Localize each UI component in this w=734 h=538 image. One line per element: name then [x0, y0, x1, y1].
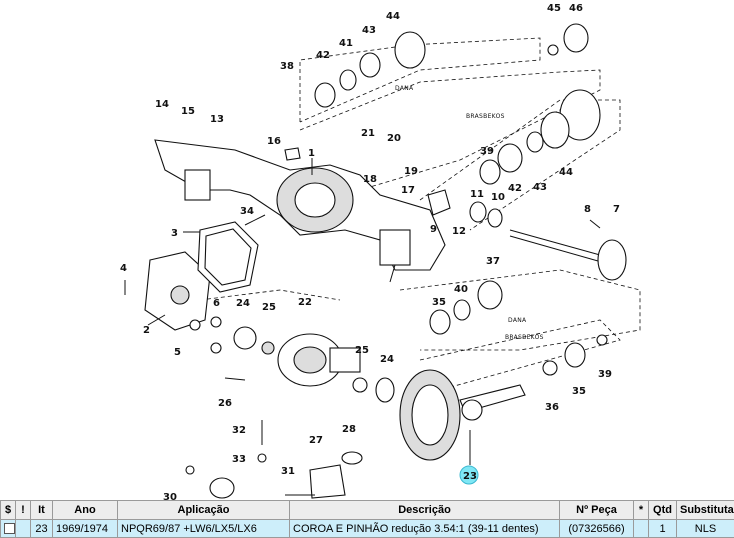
callout-12[interactable]: 12 [452, 226, 466, 237]
callout-11[interactable]: 11 [470, 189, 484, 200]
row-part-number[interactable]: (07326566) [560, 520, 634, 538]
row-alert-cell [16, 520, 31, 538]
callout-31[interactable]: 31 [281, 466, 295, 477]
callout-1[interactable]: 1 [308, 148, 315, 159]
table-header-row: $ ! It Ano Aplicação Descrição Nº Peça *… [1, 501, 734, 520]
callout-25a[interactable]: 25 [262, 302, 276, 313]
col-header-qty[interactable]: Qtd [649, 501, 677, 520]
callout-30[interactable]: 30 [163, 492, 177, 500]
callout-43b[interactable]: 43 [533, 182, 547, 193]
callout-39b[interactable]: 39 [598, 369, 612, 380]
row-description: COROA E PINHÃO redução 3.54:1 (39-11 den… [290, 520, 560, 538]
callout-46[interactable]: 46 [569, 3, 583, 14]
label-dana-bottom: DANA [508, 317, 527, 324]
callout-40[interactable]: 40 [454, 284, 468, 295]
label-brasbekos-top: BRASBEKOS [466, 113, 505, 120]
callout-7[interactable]: 7 [613, 204, 620, 215]
callout-44b[interactable]: 44 [559, 167, 573, 178]
col-header-item[interactable]: It [31, 501, 53, 520]
callout-24a[interactable]: 24 [236, 298, 250, 309]
row-item: 23 [31, 520, 53, 538]
row-qty: 1 [649, 520, 677, 538]
callout-19b[interactable]: 19 [404, 166, 418, 177]
row-star [634, 520, 649, 538]
row-application: NPQR69/87 +LW6/LX5/LX6 [118, 520, 290, 538]
exploded-parts-diagram: 1 2 3 4 5 6 7 8 9 10 11 12 13 14 15 16 1… [0, 0, 734, 500]
callout-24b[interactable]: 24 [380, 354, 394, 365]
callout-15[interactable]: 15 [181, 106, 195, 117]
label-brasbekos-bottom: BRASBEKOS [505, 334, 544, 341]
callout-8[interactable]: 8 [584, 204, 591, 215]
callout-33[interactable]: 33 [232, 454, 246, 465]
callout-35b[interactable]: 35 [572, 386, 586, 397]
callout-16[interactable]: 16 [267, 136, 281, 147]
callout-44a[interactable]: 44 [386, 11, 400, 22]
col-header-alert[interactable]: ! [16, 501, 31, 520]
callout-34[interactable]: 34 [240, 206, 254, 217]
label-dana-top: DANA [395, 85, 414, 92]
col-header-year[interactable]: Ano [53, 501, 118, 520]
callout-36[interactable]: 36 [545, 402, 559, 413]
col-header-star[interactable]: * [634, 501, 649, 520]
col-header-substitute[interactable]: Substituta [677, 501, 734, 520]
row-substitute[interactable]: NLS [677, 520, 734, 538]
callout-37[interactable]: 37 [486, 256, 500, 267]
callout-5[interactable]: 5 [174, 347, 181, 358]
callout-28[interactable]: 28 [342, 424, 356, 435]
row-select-checkbox-cell[interactable] [1, 520, 16, 538]
row-select-checkbox[interactable] [4, 523, 15, 534]
callout-42b[interactable]: 42 [508, 183, 522, 194]
callout-17[interactable]: 17 [401, 185, 415, 196]
callout-38[interactable]: 38 [280, 61, 294, 72]
callout-22[interactable]: 22 [298, 297, 312, 308]
col-header-part-number[interactable]: Nº Peça [560, 501, 634, 520]
callout-21[interactable]: 21 [361, 128, 375, 139]
table-row[interactable]: 23 1969/1974 NPQR69/87 +LW6/LX5/LX6 CORO… [1, 520, 734, 538]
callout-4[interactable]: 4 [120, 263, 127, 274]
parts-table: $ ! It Ano Aplicação Descrição Nº Peça *… [0, 500, 734, 538]
callout-39a[interactable]: 39 [480, 146, 494, 157]
callout-45[interactable]: 45 [547, 3, 561, 14]
callout-10[interactable]: 10 [491, 192, 505, 203]
callout-3[interactable]: 3 [171, 228, 178, 239]
callout-42a[interactable]: 42 [316, 50, 330, 61]
callout-6[interactable]: 6 [213, 298, 220, 309]
callout-26[interactable]: 26 [218, 398, 232, 409]
callout-27[interactable]: 27 [309, 435, 323, 446]
callout-2[interactable]: 2 [143, 325, 150, 336]
callout-25b[interactable]: 25 [355, 345, 369, 356]
callout-13[interactable]: 13 [210, 114, 224, 125]
row-year: 1969/1974 [53, 520, 118, 538]
callout-14[interactable]: 14 [155, 99, 169, 110]
callout-32[interactable]: 32 [232, 425, 246, 436]
callout-18[interactable]: 18 [363, 174, 377, 185]
callout-43a[interactable]: 43 [362, 25, 376, 36]
callout-41[interactable]: 41 [339, 38, 353, 49]
callout-9[interactable]: 9 [430, 224, 437, 235]
callout-20[interactable]: 20 [387, 133, 401, 144]
callout-35a[interactable]: 35 [432, 297, 446, 308]
col-header-description[interactable]: Descrição [290, 501, 560, 520]
col-header-application[interactable]: Aplicação [118, 501, 290, 520]
col-header-price[interactable]: $ [1, 501, 16, 520]
callout-23-highlight-label[interactable]: 23 [463, 471, 477, 482]
